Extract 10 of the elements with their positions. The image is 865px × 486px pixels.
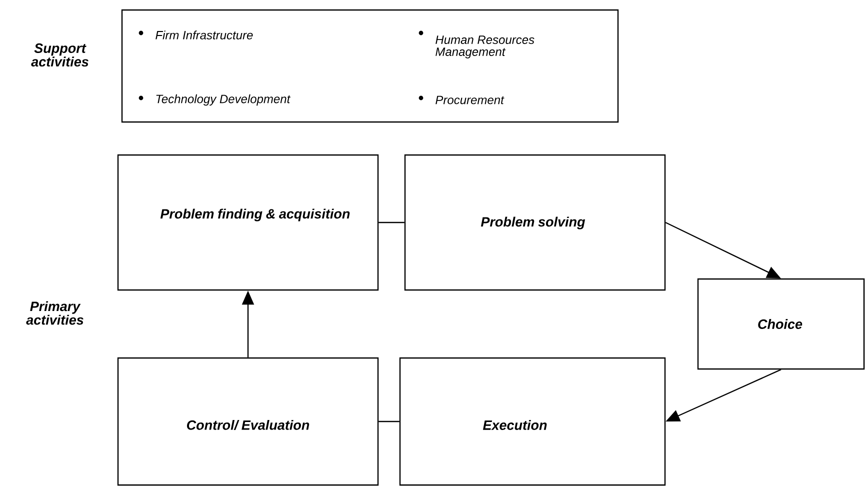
process-box: Control/ Evaluation bbox=[117, 357, 379, 486]
connector-line bbox=[378, 420, 400, 422]
process-box: Execution bbox=[399, 357, 666, 486]
activity-box: Firm Infrastructure Human Resources Management Technology Development Procurement bbox=[121, 9, 619, 123]
process-box: Problem finding & acquisition bbox=[117, 154, 379, 291]
connector-line bbox=[378, 222, 404, 224]
section-label: Primary activities bbox=[26, 301, 84, 325]
process-box: Problem solving bbox=[404, 154, 666, 291]
section-label: Support activities bbox=[31, 43, 88, 67]
process-box: Choice bbox=[697, 278, 865, 370]
